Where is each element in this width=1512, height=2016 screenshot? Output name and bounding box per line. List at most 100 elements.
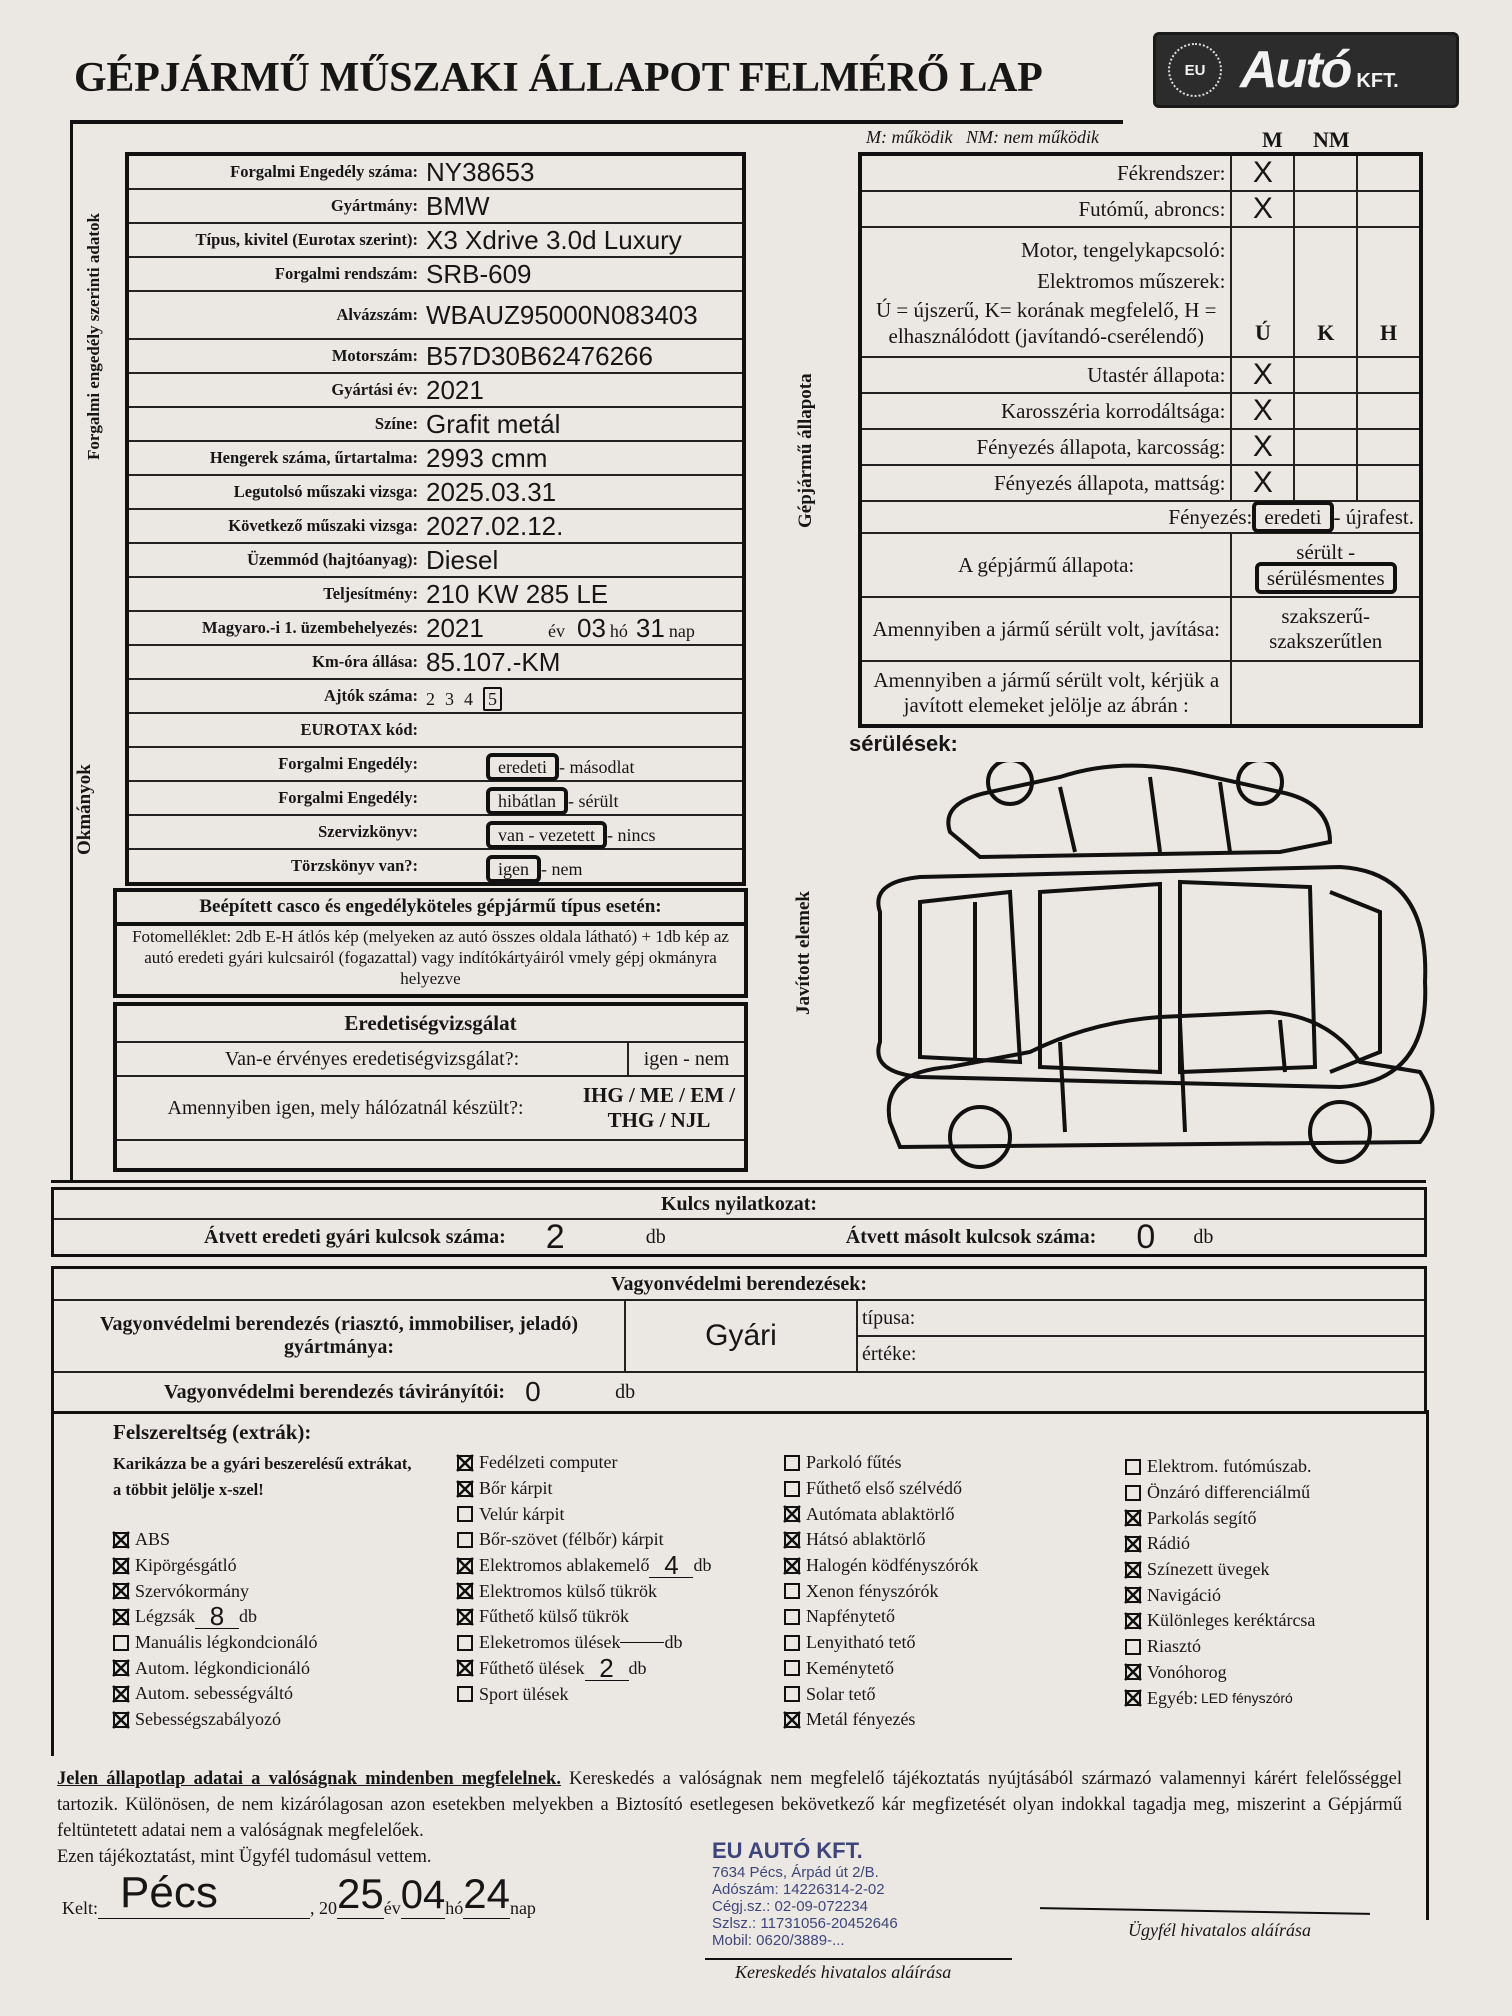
origin-answer-valid[interactable]: igen - nem <box>627 1043 744 1075</box>
checked-box-icon[interactable] <box>1124 1586 1142 1605</box>
paint-other[interactable]: - újrafest. <box>1333 504 1414 529</box>
mark-h[interactable] <box>1356 392 1422 430</box>
mark-k[interactable] <box>1293 392 1359 430</box>
checked-box-icon[interactable] <box>112 1530 130 1549</box>
field-value-text[interactable]: B57D30B62476266 <box>426 340 653 371</box>
checkbox-icon[interactable] <box>784 1660 800 1677</box>
field-value-text[interactable]: BMW <box>426 190 490 221</box>
checked-box-icon[interactable] <box>112 1582 130 1601</box>
extra-qty[interactable] <box>620 1642 665 1644</box>
mark-m[interactable]: X <box>1230 190 1296 228</box>
mark-u[interactable]: X <box>1230 356 1296 394</box>
extra-item[interactable]: Vonóhorog <box>1124 1660 1315 1686</box>
checked-box-icon[interactable] <box>783 1505 801 1524</box>
extra-item[interactable]: ABS <box>112 1527 317 1553</box>
checked-box-icon[interactable] <box>1124 1535 1142 1553</box>
extra-item[interactable]: Lenyitható tető <box>784 1630 978 1656</box>
extra-item[interactable]: Metál fényezés <box>783 1707 978 1733</box>
field-value-text[interactable]: X3 Xdrive 3.0d Luxury <box>426 224 682 255</box>
extra-item[interactable]: Hátsó ablaktörlő <box>783 1527 978 1553</box>
extra-item[interactable]: Kipörgésgátló <box>112 1553 317 1579</box>
checked-box-icon[interactable] <box>1124 1509 1142 1528</box>
extra-item[interactable]: Elektromos külső tükrök <box>456 1578 711 1604</box>
extra-item[interactable]: Napfénytető <box>784 1604 978 1630</box>
extra-item[interactable]: Fedélzeti computer <box>456 1450 711 1476</box>
extra-item[interactable]: Szervókormány <box>112 1578 317 1604</box>
checked-box-icon[interactable] <box>1124 1689 1142 1707</box>
origin-networks[interactable]: IHG / ME / EM / THG / NJL <box>582 1083 736 1132</box>
extra-item[interactable]: Fűthető külső tükrök <box>456 1604 711 1630</box>
door-option[interactable]: 3 <box>445 688 454 709</box>
checkbox-icon[interactable] <box>784 1608 800 1625</box>
door-option[interactable]: 2 <box>426 688 435 709</box>
field-value-text[interactable]: Diesel <box>426 544 499 575</box>
checkbox-icon[interactable] <box>784 1686 800 1703</box>
extra-item[interactable]: Rádió <box>1124 1531 1315 1557</box>
checked-box-icon[interactable] <box>1124 1663 1142 1682</box>
extra-item[interactable]: Színezett üvegek <box>1124 1557 1315 1583</box>
extra-item[interactable]: Autom. sebességváltó <box>112 1681 317 1707</box>
km-value[interactable]: 85.107.-KM <box>426 646 561 677</box>
extra-item[interactable]: Sport ülések <box>457 1681 711 1707</box>
extra-item[interactable]: Navigáció <box>1124 1582 1315 1608</box>
field-value-text[interactable]: 2993 cmm <box>426 442 548 473</box>
field-value-text[interactable]: 2021 <box>426 374 484 405</box>
extra-item[interactable]: Elektrom. futómúszab. <box>1125 1454 1315 1480</box>
security-make-value[interactable]: Gyári <box>624 1301 858 1371</box>
checked-box-icon[interactable] <box>783 1710 801 1729</box>
extra-item[interactable]: Manuális légkondcionáló <box>113 1630 317 1656</box>
extra-item[interactable]: Autómata ablaktörlő <box>783 1501 978 1527</box>
condition-damaged[interactable]: sérült - <box>1296 540 1356 564</box>
condition-selected[interactable]: sérülésmentes <box>1254 562 1397 594</box>
checked-box-icon[interactable] <box>1124 1560 1142 1579</box>
copy-keys-value[interactable]: 0 <box>1136 1218 1156 1256</box>
checked-box-icon[interactable] <box>456 1453 474 1472</box>
mark-nm[interactable] <box>1293 153 1359 192</box>
extra-item[interactable]: Solar tető <box>784 1681 978 1707</box>
checked-box-icon[interactable] <box>112 1608 130 1626</box>
checked-box-icon[interactable] <box>783 1556 801 1575</box>
doc-other[interactable]: - nincs <box>606 824 656 845</box>
extra-item[interactable]: Halogén ködfényszórók <box>783 1553 978 1579</box>
extra-item[interactable]: Sebességszabályozó <box>112 1707 317 1733</box>
field-value-text[interactable]: NY38653 <box>426 156 535 187</box>
field-value-text[interactable]: 2025.03.31 <box>426 476 557 507</box>
checkbox-icon[interactable] <box>1125 1458 1141 1475</box>
field-value-text[interactable]: Grafit metál <box>426 408 561 439</box>
mark-h[interactable] <box>1356 464 1422 502</box>
extra-qty[interactable]: 4 <box>649 1552 694 1579</box>
extra-item[interactable]: Parkolás segítő <box>1124 1505 1315 1531</box>
orig-keys-value[interactable]: 2 <box>545 1218 565 1256</box>
first-reg-day[interactable]: 31 <box>635 612 665 643</box>
field-value-text[interactable]: SRB-609 <box>426 258 532 289</box>
mark-h[interactable] <box>1356 428 1422 466</box>
extra-item[interactable]: Autom. légkondicionáló <box>112 1655 317 1681</box>
checked-box-icon[interactable] <box>112 1685 130 1703</box>
checkbox-icon[interactable] <box>457 1634 473 1651</box>
mark-u[interactable]: X <box>1230 464 1296 502</box>
extra-item[interactable]: Bőr-szövet (félbőr) kárpit <box>457 1527 711 1553</box>
paint-selected[interactable]: eredeti <box>1252 500 1334 533</box>
checked-box-icon[interactable] <box>1124 1612 1142 1630</box>
checked-box-icon[interactable] <box>112 1556 130 1575</box>
extra-item[interactable]: Xenon fényszórók <box>784 1578 978 1604</box>
field-value-text[interactable]: WBAUZ95000N083403 <box>426 299 698 330</box>
doc-other[interactable]: - nem <box>541 858 583 879</box>
doc-selected[interactable]: eredeti <box>486 752 559 781</box>
checked-box-icon[interactable] <box>456 1582 474 1601</box>
checked-box-icon[interactable] <box>456 1479 474 1498</box>
checked-box-icon[interactable] <box>456 1659 474 1678</box>
car-diagram[interactable] <box>860 762 1445 1172</box>
door-selected[interactable]: 5 <box>483 686 502 711</box>
mark-k[interactable] <box>1293 356 1359 394</box>
extra-item[interactable]: Bőr kárpit <box>456 1476 711 1502</box>
extra-qty[interactable]: 2 <box>584 1655 629 1681</box>
remote-value[interactable]: 0 <box>525 1376 541 1407</box>
extra-item[interactable]: Fűthető első szélvédő <box>784 1476 978 1502</box>
checkbox-icon[interactable] <box>784 1634 800 1651</box>
first-reg-month[interactable]: 03 <box>577 612 606 643</box>
doc-other[interactable]: - sérült <box>567 790 619 811</box>
doc-selected[interactable]: hibátlan <box>486 786 568 815</box>
